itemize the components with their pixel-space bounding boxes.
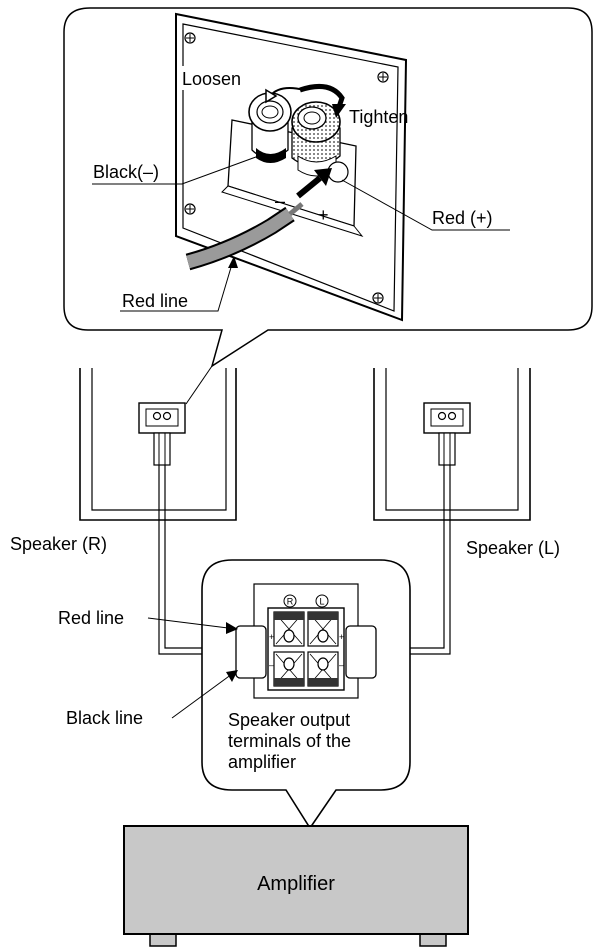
cable-end-right: [235, 625, 267, 679]
cable-end-left: [345, 625, 377, 679]
red-line-arrowhead-icon: [226, 622, 238, 634]
top-callout: – +: [63, 7, 593, 368]
channel-r-mark: R: [287, 597, 294, 607]
leader-black-line: [171, 673, 233, 719]
top-callout-pointer: [185, 365, 213, 405]
leader-red-line: [120, 263, 233, 312]
minus-sign: –: [275, 191, 285, 211]
screw-icon: [372, 292, 384, 304]
screw-icon: [184, 32, 196, 44]
tighten-arrow: [299, 83, 345, 111]
terminal-clips: + + – –: [269, 611, 344, 687]
black-binding-post: [248, 92, 292, 163]
amplifier-label: Amplifier: [257, 873, 335, 895]
leader-red-plus: [341, 179, 510, 231]
loosen-label-bg: [180, 66, 262, 90]
amplifier-body: [123, 825, 469, 935]
terminal-caption-line1: Speaker output: [228, 710, 350, 730]
loosen-label: Loosen: [182, 69, 241, 89]
terminal-minus-l: –: [339, 660, 344, 670]
red-line-label-top: Red line: [122, 291, 188, 311]
red-plus-label: Red (+): [432, 208, 493, 228]
black-line-arrowhead-icon: [226, 670, 238, 682]
speaker-left: [373, 368, 531, 521]
leader-red-line-bottom: [147, 617, 229, 629]
tighten-label: Tighten: [349, 107, 408, 127]
leader-black-minus: [92, 153, 265, 185]
plus-sign: +: [318, 205, 329, 225]
bottom-callout: R L + + – –: [147, 559, 411, 830]
amplifier-unit: Amplifier: [123, 825, 469, 947]
bare-wire-tip: [288, 202, 304, 216]
terminal-plus-r: +: [269, 632, 274, 642]
terminal-plus-l: +: [339, 632, 344, 642]
tighten-arrowhead-icon: [332, 104, 346, 118]
black-minus-label: Black(–): [93, 162, 159, 182]
terminal-caption-line3: amplifier: [228, 752, 296, 772]
speaker-wire: [186, 208, 294, 269]
red-line-label-bottom: Red line: [58, 608, 124, 628]
speaker-left-label: Speaker (L): [466, 538, 560, 558]
loosen-arrowhead-icon: [265, 88, 278, 104]
screw-icon: [184, 203, 196, 215]
channel-l-mark: L: [319, 597, 324, 607]
speaker-right: [79, 368, 237, 521]
insert-arrow: [296, 175, 322, 199]
terminal-minus-r: –: [269, 660, 274, 670]
red-line-arrowhead-icon: [228, 256, 238, 268]
speaker-right-label: Speaker (R): [10, 534, 107, 554]
screw-icon: [377, 71, 389, 83]
black-line-label: Black line: [66, 708, 143, 728]
terminal-caption-line2: terminals of the: [228, 731, 351, 751]
insert-arrowhead-icon: [314, 168, 332, 186]
